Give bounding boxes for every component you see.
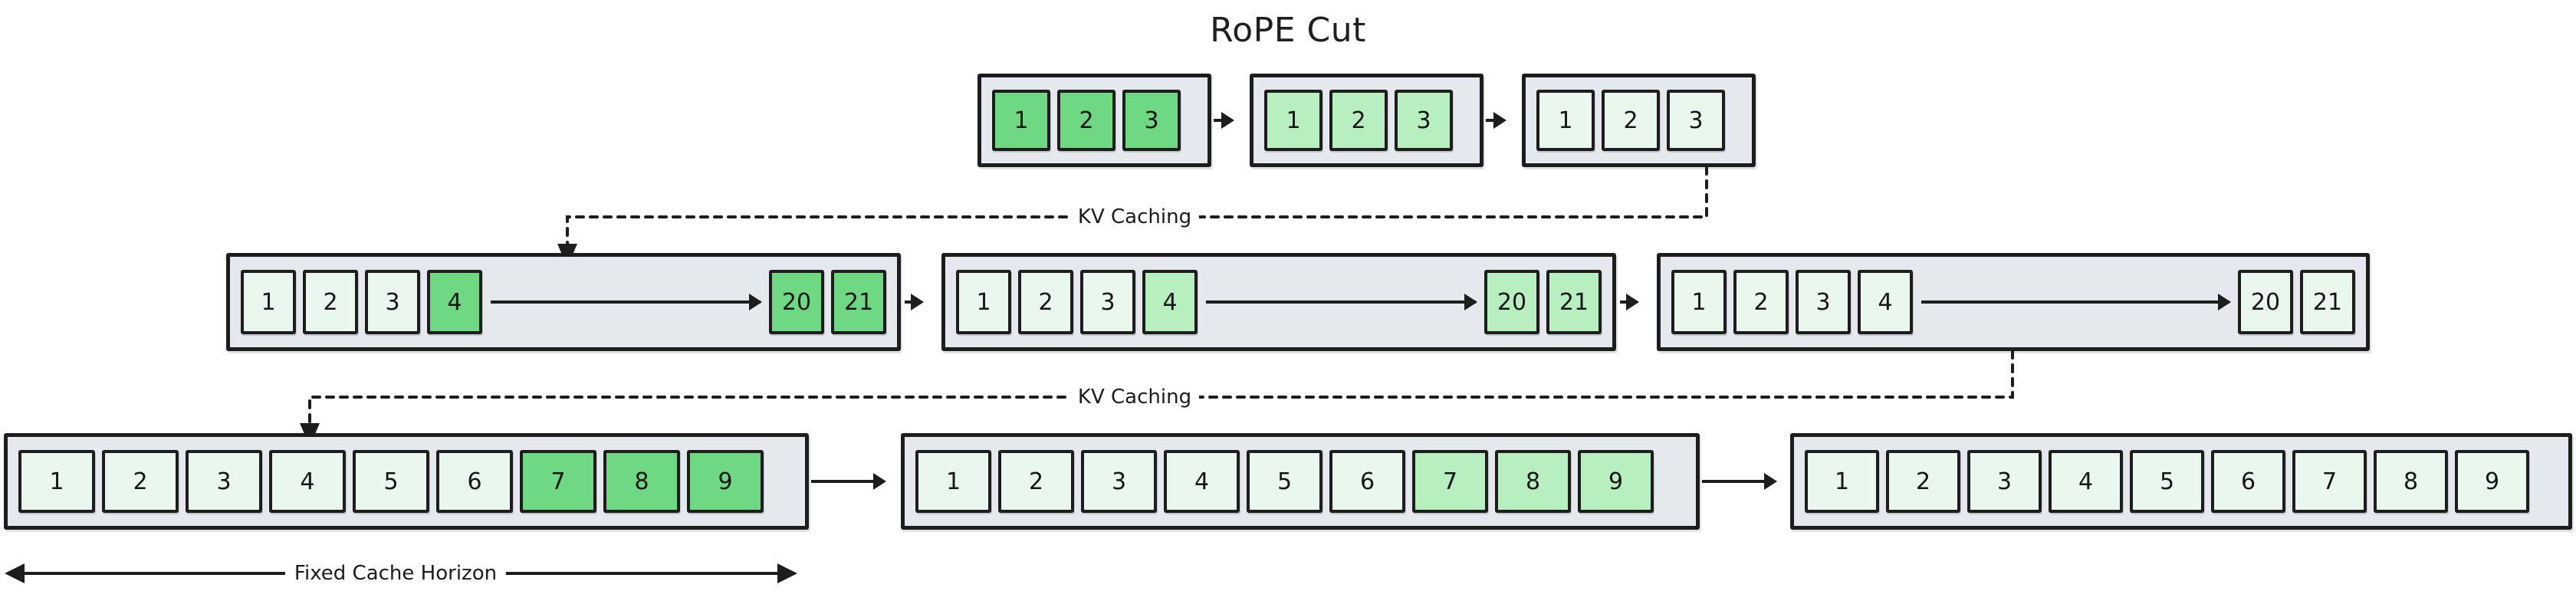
row2-group2-inner-arrow <box>1206 300 1476 304</box>
cell[interactable]: 2 <box>1733 270 1789 334</box>
row3-group3-cells: 1 2 3 4 5 6 7 8 9 <box>1794 437 2568 526</box>
cell[interactable]: 1 <box>241 270 296 334</box>
cell[interactable]: 4 <box>1142 270 1198 334</box>
cell[interactable]: 2 <box>102 450 179 513</box>
row2-arrow-2-to-3 <box>1620 300 1637 304</box>
row3-arrow-1-to-2 <box>811 480 884 483</box>
row2-group1-inner-arrow <box>491 300 761 304</box>
cell[interactable]: 1 <box>992 90 1050 151</box>
row2-group1[interactable]: 1 2 3 4 20 21 <box>226 253 901 351</box>
cell[interactable]: 1 <box>1536 90 1595 151</box>
cell[interactable]: 5 <box>1247 450 1322 513</box>
cell[interactable]: 1 <box>1805 450 1879 513</box>
cell[interactable]: 8 <box>603 450 680 513</box>
row1-group1-cells: 1 2 3 <box>981 77 1208 163</box>
cell[interactable]: 5 <box>2130 450 2204 513</box>
cell[interactable]: 4 <box>269 450 346 513</box>
cell[interactable]: 21 <box>2300 270 2355 334</box>
cell[interactable]: 7 <box>1412 450 1488 513</box>
cell[interactable]: 7 <box>2292 450 2367 513</box>
row3-arrow-2-to-3 <box>1702 480 1775 483</box>
cell[interactable]: 3 <box>1080 270 1135 334</box>
cell[interactable]: 1 <box>1264 90 1322 151</box>
cell[interactable]: 4 <box>1164 450 1240 513</box>
cell[interactable]: 20 <box>769 270 824 334</box>
cell[interactable]: 2 <box>1057 90 1116 151</box>
cell[interactable]: 2 <box>303 270 358 334</box>
kv-caching-label: KV Caching <box>1070 205 1200 228</box>
cell[interactable]: 4 <box>427 270 482 334</box>
row2-group3[interactable]: 1 2 3 4 20 21 <box>1657 253 2370 351</box>
row2-group3-inner-gap <box>1920 257 2231 347</box>
row1-group1[interactable]: 1 2 3 <box>978 74 1211 167</box>
cell[interactable]: 3 <box>1122 90 1181 151</box>
page-title: RoPE Cut <box>1210 11 1366 50</box>
cell[interactable]: 3 <box>186 450 262 513</box>
row2-group2-cells: 1 2 3 4 20 21 <box>945 257 1612 347</box>
row1-group2-cells: 1 2 3 <box>1254 77 1480 163</box>
cell[interactable]: 2 <box>998 450 1074 513</box>
cell[interactable]: 6 <box>1329 450 1405 513</box>
row1-group2[interactable]: 1 2 3 <box>1250 74 1484 167</box>
cell[interactable]: 7 <box>520 450 596 513</box>
cell[interactable]: 6 <box>2211 450 2285 513</box>
kv-caching-connector-2: KV Caching <box>0 337 2576 452</box>
row2-group2-inner-gap <box>1204 257 1477 347</box>
row3-group1-cells: 1 2 3 4 5 6 7 8 9 <box>8 437 805 526</box>
row1-group3-cells: 1 2 3 <box>1526 77 1752 163</box>
cell[interactable]: 3 <box>1667 90 1725 151</box>
cell[interactable]: 21 <box>831 270 886 334</box>
cell[interactable]: 8 <box>2374 450 2448 513</box>
cell[interactable]: 2 <box>1329 90 1388 151</box>
cell[interactable]: 3 <box>1796 270 1851 334</box>
cell[interactable]: 1 <box>18 450 95 513</box>
row1-group3[interactable]: 1 2 3 <box>1522 74 1756 167</box>
row1-arrow-1-to-2 <box>1214 119 1232 122</box>
cell[interactable]: 9 <box>2455 450 2529 513</box>
row3-group3[interactable]: 1 2 3 4 5 6 7 8 9 <box>1790 433 2572 530</box>
row3-group2-cells: 1 2 3 4 5 6 7 8 9 <box>905 437 1696 526</box>
kv-caching-connector-1: KV Caching <box>0 153 2576 268</box>
cell[interactable]: 9 <box>1578 450 1654 513</box>
cell[interactable]: 20 <box>2238 270 2293 334</box>
row3-group2[interactable]: 1 2 3 4 5 6 7 8 9 <box>901 433 1700 530</box>
cell[interactable]: 3 <box>1967 450 2042 513</box>
cell[interactable]: 1 <box>956 270 1011 334</box>
cell[interactable]: 8 <box>1495 450 1571 513</box>
horizon-arrowhead-right <box>777 563 797 583</box>
cell[interactable]: 2 <box>1602 90 1660 151</box>
kv-caching-label: KV Caching <box>1070 386 1200 409</box>
horizon-arrowhead-left <box>5 563 25 583</box>
cell[interactable]: 21 <box>1546 270 1602 334</box>
fixed-cache-horizon-measure: Fixed Cache Horizon <box>0 537 843 601</box>
cell[interactable]: 20 <box>1484 270 1539 334</box>
row2-group1-cells: 1 2 3 4 20 21 <box>230 257 897 347</box>
cell[interactable]: 9 <box>687 450 764 513</box>
cell[interactable]: 1 <box>1671 270 1727 334</box>
row3-group1[interactable]: 1 2 3 4 5 6 7 8 9 <box>4 433 809 530</box>
row2-group3-inner-arrow <box>1921 300 2229 304</box>
row2-group2[interactable]: 1 2 3 4 20 21 <box>941 253 1616 351</box>
row2-group3-cells: 1 2 3 4 20 21 <box>1661 257 2366 347</box>
row2-arrow-1-to-2 <box>905 300 922 304</box>
cell[interactable]: 4 <box>1858 270 1913 334</box>
cell[interactable]: 3 <box>1395 90 1453 151</box>
cell[interactable]: 1 <box>915 450 991 513</box>
cell[interactable]: 2 <box>1018 270 1073 334</box>
cell[interactable]: 6 <box>436 450 513 513</box>
cell[interactable]: 3 <box>365 270 420 334</box>
cell[interactable]: 4 <box>2049 450 2123 513</box>
fixed-cache-horizon-label: Fixed Cache Horizon <box>284 562 507 585</box>
row1-arrow-2-to-3 <box>1486 119 1504 122</box>
cell[interactable]: 5 <box>353 450 429 513</box>
row2-group1-inner-gap <box>489 257 762 347</box>
cell[interactable]: 2 <box>1886 450 1960 513</box>
cell[interactable]: 3 <box>1081 450 1157 513</box>
